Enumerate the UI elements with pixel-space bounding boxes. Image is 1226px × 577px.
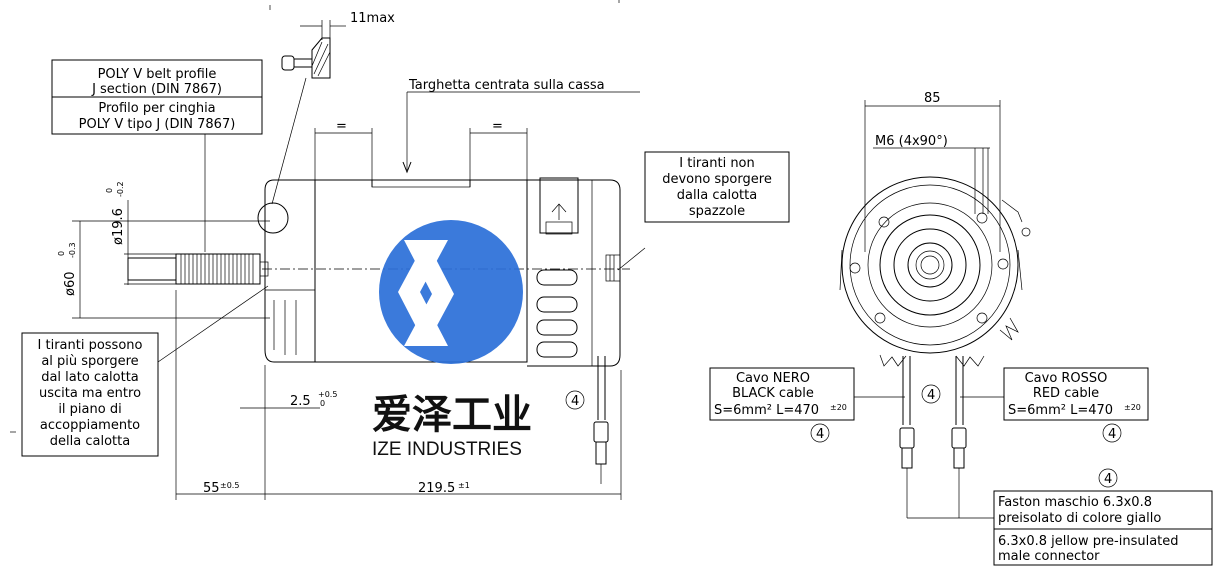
dim-belt-diameter: ø19.6 0 -0.2 xyxy=(105,181,126,245)
svg-text:+0.5: +0.5 xyxy=(318,390,337,399)
svg-text:Faston maschio 6.3x0.8: Faston maschio 6.3x0.8 xyxy=(998,495,1152,510)
dim-offset: 2.5 +0.5 0 xyxy=(290,390,337,409)
motor-side-view xyxy=(10,0,646,500)
note-poly-v: POLY V belt profile J section (DIN 7867)… xyxy=(51,59,263,135)
svg-text:I tiranti possono: I tiranti possono xyxy=(38,338,143,353)
svg-text:preisolato di colore giallo: preisolato di colore giallo xyxy=(998,511,1161,526)
svg-text:al più sporgere: al più sporgere xyxy=(41,354,138,369)
watermark-en: IZE INDUSTRIES xyxy=(372,439,522,460)
svg-text:±20: ±20 xyxy=(1124,403,1141,412)
nameplate-area xyxy=(371,179,471,188)
svg-text:±1: ±1 xyxy=(458,481,470,490)
note-black-cable: Cavo NERO BLACK cable S=6mm² L=470 ±20 xyxy=(709,367,855,421)
dim-shaft-length: 55 ±0.5 xyxy=(203,481,239,496)
dim-11max: 11max xyxy=(350,11,395,26)
svg-text:6.3x0.8 jellow pre-insulated: 6.3x0.8 jellow pre-insulated xyxy=(998,534,1179,549)
svg-text:55: 55 xyxy=(203,481,220,496)
svg-text:Cavo ROSSO: Cavo ROSSO xyxy=(1025,371,1108,386)
svg-text:POLY V tipo J (DIN 7867): POLY V tipo J (DIN 7867) xyxy=(79,117,236,132)
equal-sign-right: = xyxy=(492,119,503,134)
tie-rod-circle xyxy=(257,202,289,234)
svg-text:devono sporgere: devono sporgere xyxy=(662,172,772,187)
svg-text:Profilo per cinghia: Profilo per cinghia xyxy=(98,101,215,116)
svg-text:BLACK cable: BLACK cable xyxy=(732,386,814,401)
svg-text:accoppiamento: accoppiamento xyxy=(40,418,140,433)
svg-text:uscita ma entro: uscita ma entro xyxy=(39,386,141,401)
svg-text:-0.3: -0.3 xyxy=(68,242,77,258)
watermark-cn: 爱泽工业 xyxy=(372,392,532,438)
note-faston: Faston maschio 6.3x0.8 preisolato di col… xyxy=(993,490,1213,566)
dim-m6: M6 (4x90°) xyxy=(875,134,948,149)
motor-end-view xyxy=(810,100,1122,519)
dim-body-length: 219.5 ±1 xyxy=(418,481,470,496)
svg-text:RED cable: RED cable xyxy=(1033,386,1099,401)
svg-text:male connector: male connector xyxy=(998,549,1100,564)
ref-balloon-center: 4 xyxy=(927,388,935,403)
note-tiranti-si: I tiranti possono al più sporgere dal la… xyxy=(21,332,159,457)
note-red-cable: Cavo ROSSO RED cable S=6mm² L=470 ±20 xyxy=(1003,367,1149,421)
svg-text:0: 0 xyxy=(57,251,66,256)
svg-text:S=6mm² L=470: S=6mm² L=470 xyxy=(1008,403,1113,418)
svg-text:I tiranti non: I tiranti non xyxy=(679,156,755,171)
left-end-cap xyxy=(264,179,315,363)
note-tiranti-no: I tiranti non devono sporgere dalla calo… xyxy=(644,151,790,223)
svg-text:219.5: 219.5 xyxy=(418,481,455,496)
svg-text:ø19.6: ø19.6 xyxy=(111,208,126,245)
ref-balloon-red: 4 xyxy=(1108,427,1116,442)
svg-text:J section (DIN 7867): J section (DIN 7867) xyxy=(91,82,222,97)
equal-sign-left: = xyxy=(336,119,347,134)
ref-balloon-black: 4 xyxy=(816,427,824,442)
ref-balloon-motor: 4 xyxy=(571,394,579,409)
svg-text:-0.2: -0.2 xyxy=(116,181,125,197)
bolt-detail xyxy=(271,20,346,205)
svg-text:della calotta: della calotta xyxy=(50,434,130,449)
svg-text:spazzole: spazzole xyxy=(689,204,745,219)
svg-text:ø60: ø60 xyxy=(63,272,78,297)
watermark-logo xyxy=(379,220,523,364)
svg-text:±20: ±20 xyxy=(830,403,847,412)
svg-text:0: 0 xyxy=(320,399,325,408)
svg-text:il piano di: il piano di xyxy=(58,402,121,417)
svg-text:dalla calotta: dalla calotta xyxy=(677,188,757,203)
svg-text:POLY V belt profile: POLY V belt profile xyxy=(98,67,217,82)
svg-text:Cavo NERO: Cavo NERO xyxy=(736,371,810,386)
svg-text:±0.5: ±0.5 xyxy=(220,481,239,490)
svg-text:0: 0 xyxy=(105,188,114,193)
belt-pulley xyxy=(175,253,261,285)
ref-balloon-faston: 4 xyxy=(1104,472,1112,487)
dim-flange-diameter: ø60 0 -0.3 xyxy=(57,242,78,296)
belt-grooves xyxy=(180,254,254,284)
svg-text:S=6mm² L=470: S=6mm² L=470 xyxy=(714,403,819,418)
end-cap-outer xyxy=(841,176,1019,354)
svg-text:dal lato calotta: dal lato calotta xyxy=(41,370,139,385)
svg-text:2.5: 2.5 xyxy=(290,394,311,409)
nameplate-label: Targhetta centrata sulla cassa xyxy=(408,78,605,93)
shaft xyxy=(127,257,177,281)
dim-width-85: 85 xyxy=(924,91,941,106)
watermark: 爱泽工业 IZE INDUSTRIES xyxy=(372,220,532,460)
